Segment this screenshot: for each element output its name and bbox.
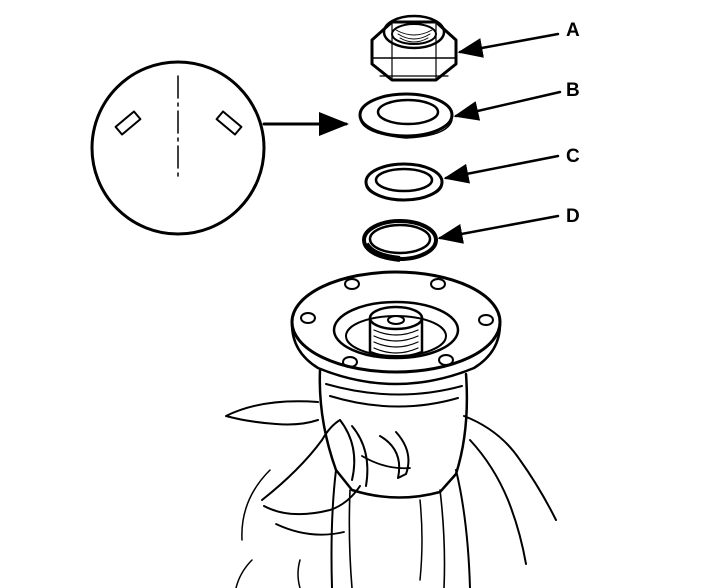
- detail-tab-right: [215, 110, 243, 136]
- part-b-washer: [358, 92, 454, 139]
- detail-view: [90, 60, 349, 236]
- callout-label-b: B: [566, 80, 580, 101]
- detail-tab-left: [114, 110, 142, 136]
- knuckle-housing: [225, 270, 557, 588]
- callout-label-c: C: [566, 146, 580, 167]
- part-a-nut: [370, 14, 458, 82]
- callout-label-d: D: [566, 206, 580, 227]
- callout-label-a: A: [566, 20, 580, 41]
- leader-a: [457, 32, 560, 58]
- leader-d: [437, 214, 560, 244]
- leader-b: [453, 90, 562, 121]
- part-c-ring: [364, 162, 444, 202]
- leader-arrows: [437, 32, 562, 244]
- detail-circle: [90, 60, 266, 236]
- leader-c: [443, 154, 560, 184]
- part-d-o-ring: [362, 219, 438, 262]
